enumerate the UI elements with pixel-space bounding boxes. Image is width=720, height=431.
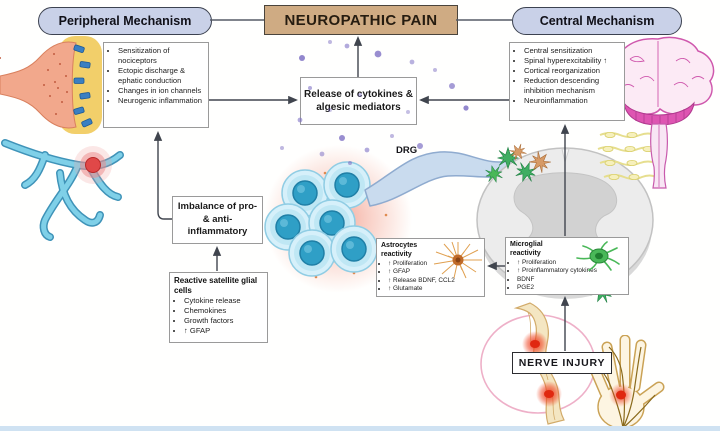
bullet-item: Ectopic discharge & ephatic conduction xyxy=(118,66,206,86)
bullet-item: ↑ Proliferation xyxy=(388,260,483,269)
bullet-item: ↑ GFAP xyxy=(184,326,265,336)
release-cytokines-label: Release of cytokines & algesic mediators xyxy=(304,89,413,113)
bullet-item: ↑ GFAP xyxy=(388,268,483,277)
neuropathic-pain-title: NEUROPATHIC PAIN xyxy=(264,5,458,35)
arrow-imbalance-to-peripheral xyxy=(153,131,172,220)
bullet-item: Cortical reorganization xyxy=(524,66,622,76)
bullet-item: Reduction descending inhibition mechanis… xyxy=(524,76,622,96)
bullet-item: Cytokine release xyxy=(184,296,265,306)
microglial-heading: Microglial reactivity xyxy=(510,241,543,257)
reactive-glial-box: Reactive satellite glial cells Cytokine … xyxy=(169,272,268,343)
bullet-item: Sensitization of nociceptors xyxy=(118,46,206,66)
bullet-item: BDNF xyxy=(517,276,627,285)
microglial-list: ↑ Proliferation ↑ Proinflammatory cytoki… xyxy=(506,259,628,295)
bullet-item: ↑ Release BDNF, CCL2 xyxy=(388,277,483,286)
bullet-item: Spinal hyperexcitability ↑ xyxy=(524,56,622,66)
central-bullet-list: Central sensitization Spinal hyperexcita… xyxy=(510,43,624,108)
drg-cell-cluster-illustration xyxy=(250,145,412,295)
peripheral-bullet-list: Sensitization of nociceptors Ectopic dis… xyxy=(104,43,208,108)
bullet-item: Growth factors xyxy=(184,316,265,326)
drg-label: DRG xyxy=(396,145,418,156)
peripheral-bullets-box: Sensitization of nociceptors Ectopic dis… xyxy=(103,42,209,128)
bullet-item: Changes in ion channels xyxy=(118,86,206,96)
peripheral-mechanism-pill: Peripheral Mechanism xyxy=(38,7,212,35)
bullet-item: Central sensitization xyxy=(524,46,622,56)
bullet-item: Neuroinflammation xyxy=(524,96,622,106)
astrocytes-heading: Astrocytes reactivity xyxy=(381,242,418,258)
imbalance-box: Imbalance of pro- & anti-inflammatory xyxy=(172,196,263,244)
release-cytokines-box: Release of cytokines & algesic mediators xyxy=(300,77,417,125)
bullet-item: ↑ Proinflammatory cytokines xyxy=(517,267,627,276)
bullet-item: ↑ Proliferation xyxy=(517,259,627,268)
reactive-glial-list: Cytokine release Chemokines Growth facto… xyxy=(170,295,267,338)
bullet-item: Neurogenic inflammation xyxy=(118,96,206,106)
neuropathic-pain-label: NEUROPATHIC PAIN xyxy=(284,11,438,29)
bullet-item: PGE2 xyxy=(517,284,627,293)
bullet-item: Chemokines xyxy=(184,306,265,316)
nerve-injury-label: NERVE INJURY xyxy=(512,352,612,374)
peripheral-mechanism-label: Peripheral Mechanism xyxy=(58,14,192,28)
central-mechanism-label: Central Mechanism xyxy=(539,14,655,28)
brain-illustration xyxy=(597,36,715,189)
central-bullets-box: Central sensitization Spinal hyperexcita… xyxy=(509,42,625,121)
hand-illustration xyxy=(587,335,665,429)
astrocytes-list: ↑ Proliferation ↑ GFAP ↑ Release BDNF, C… xyxy=(377,260,484,296)
astrocyte-icon xyxy=(433,241,482,279)
bullet-item: ↑ Glutamate xyxy=(388,285,483,294)
microglia-icon xyxy=(576,241,620,271)
imbalance-label: Imbalance of pro- & anti-inflammatory xyxy=(177,200,258,238)
reactive-glial-heading: Reactive satellite glial cells xyxy=(174,276,258,295)
central-mechanism-pill: Central Mechanism xyxy=(512,7,682,35)
nerve-ending-illustration xyxy=(0,36,102,134)
neuron-illustration xyxy=(1,139,124,241)
bottom-strip xyxy=(0,426,720,431)
